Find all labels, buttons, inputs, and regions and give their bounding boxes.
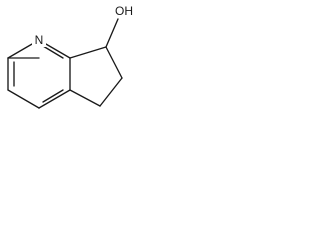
nitrogen-label-bg [32,33,46,47]
bond-c6-c5 [99,77,123,107]
double-bond-inner-2 [42,89,64,103]
bond-c7a-c7 [69,46,107,59]
cyclopentane-ring [69,46,123,107]
molecule-diagram: N OH [7,4,137,109]
bond-c7-o [105,18,119,48]
bond-c4a-c7a [38,89,71,109]
bond-c5-c4a [69,89,101,107]
bond-c4-c4a [7,89,40,109]
hydroxyl-label-bg [111,4,137,18]
double-bond-inner-3 [42,45,64,59]
nitrogen-label: N [35,33,44,47]
structure-canvas: N OH [0,0,142,124]
bond-c7-c6 [105,46,123,79]
hydroxyl-label: OH [115,4,133,18]
pyridine-ring [7,39,71,109]
